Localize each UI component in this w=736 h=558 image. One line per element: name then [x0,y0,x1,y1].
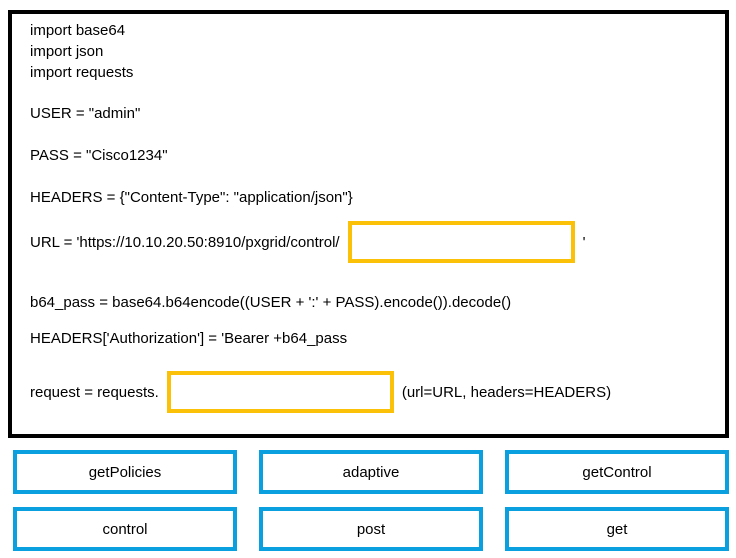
option-get[interactable]: get [505,507,729,551]
code-line-pass: PASS = "Cisco1234" [30,147,168,164]
code-panel: import base64 import json import request… [8,10,729,438]
url-suffix-text: ' [582,233,586,251]
code-line-user: USER = "admin" [30,105,141,122]
answer-options: getPolicies adaptive getControl control … [13,450,729,551]
code-line-import-base64: import base64 [30,22,126,39]
code-line-b64pass: b64_pass = base64.b64encode((USER + ':' … [30,294,512,311]
code-line-headers: HEADERS = {"Content-Type": "application/… [30,189,353,206]
option-post[interactable]: post [259,507,483,551]
request-prefix-text: request = requests. [30,383,159,401]
url-prefix-text: URL = 'https://10.10.20.50:8910/pxgrid/c… [30,233,340,251]
url-blank-dropzone[interactable] [347,221,575,263]
option-control[interactable]: control [13,507,237,551]
code-line-import-json: import json [30,43,104,60]
option-getpolicies[interactable]: getPolicies [13,450,237,494]
method-blank-dropzone[interactable] [166,371,394,413]
code-line-import-requests: import requests [30,64,134,81]
code-line-request: request = requests. (url=URL, headers=HE… [30,371,611,413]
code-line-url: URL = 'https://10.10.20.50:8910/pxgrid/c… [30,221,585,263]
option-getcontrol[interactable]: getControl [505,450,729,494]
request-suffix-text: (url=URL, headers=HEADERS) [401,383,612,401]
option-adaptive[interactable]: adaptive [259,450,483,494]
code-line-authorization: HEADERS['Authorization'] = 'Bearer +b64_… [30,330,348,347]
